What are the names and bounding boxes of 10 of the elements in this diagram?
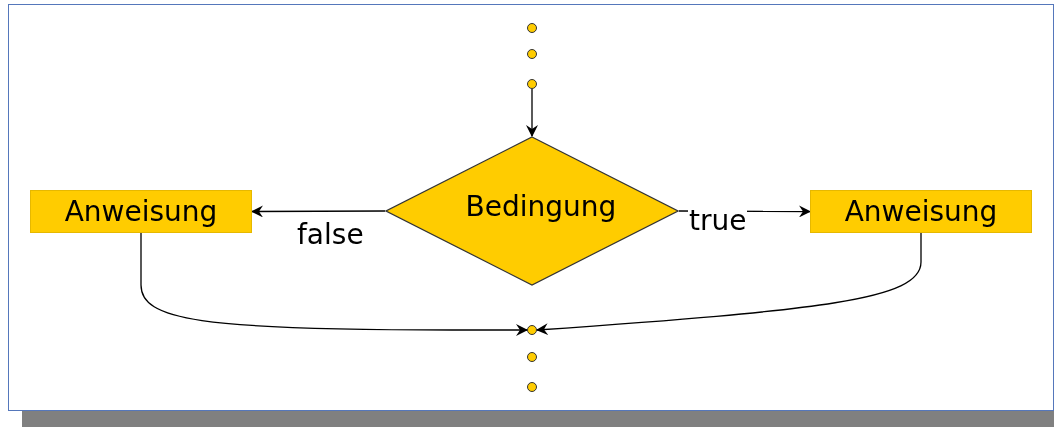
arrow: [140, 232, 528, 336]
process-box: [810, 190, 1032, 233]
decision-diamond: [385, 136, 679, 286]
arrow: [536, 232, 922, 336]
statement-label: Anweisung: [844, 197, 998, 226]
condition-label: Bedingung: [464, 193, 617, 225]
arrow: [251, 205, 386, 218]
process-box: [30, 190, 252, 233]
arrow: [526, 88, 538, 137]
statement-label: Anweisung: [64, 197, 218, 226]
